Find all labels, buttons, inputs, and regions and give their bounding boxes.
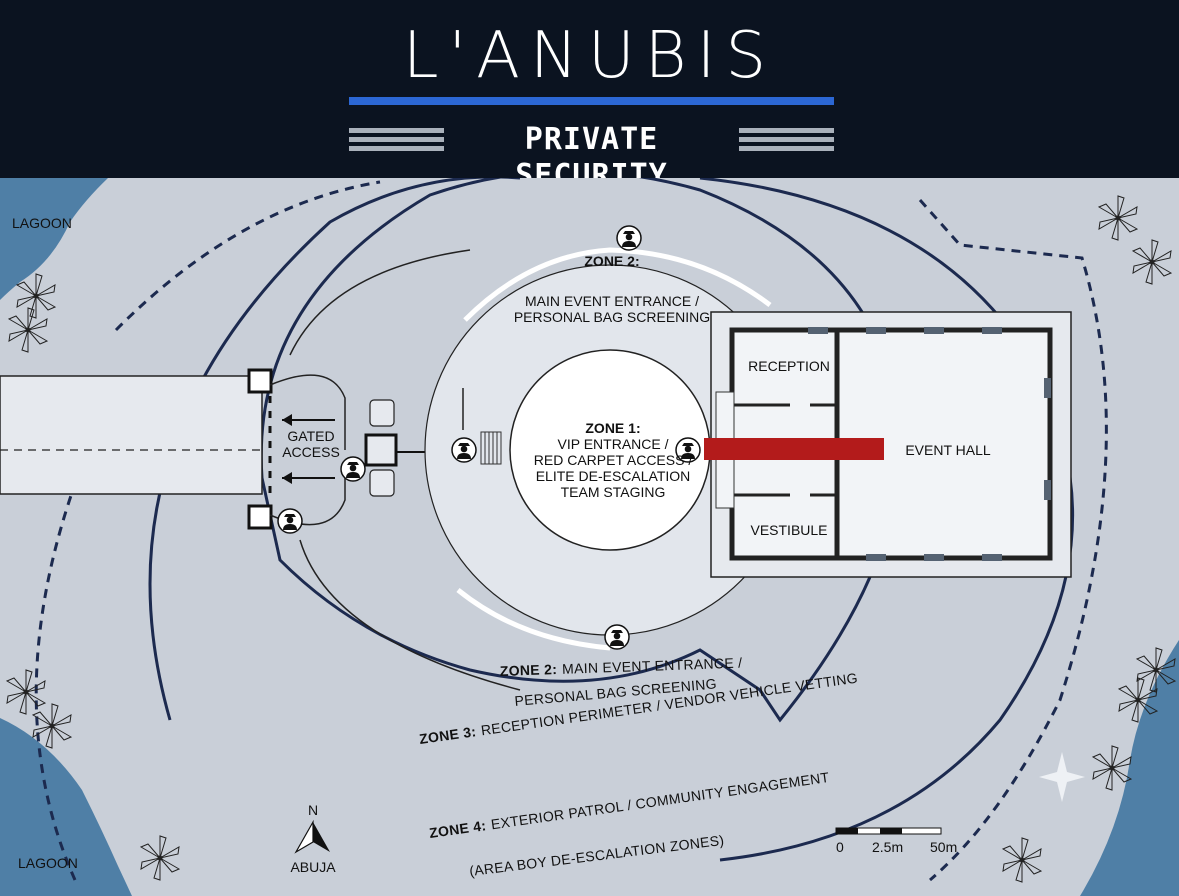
gate-label-line2: ACCESS	[282, 444, 340, 460]
sparkle-icon	[1039, 752, 1085, 802]
zone1-line: ELITE DE-ESCALATION	[536, 468, 691, 484]
scale-bar: 0 2.5m 50m	[835, 827, 957, 855]
decor-lines-right	[739, 128, 834, 151]
security-guard-icon	[616, 225, 642, 251]
security-guard-icon	[277, 508, 303, 534]
security-guard-icon	[451, 437, 477, 463]
gate-post-south	[247, 504, 273, 530]
zone2-arc-label: ZONE 2:MAIN EVENT ENTRANCE /	[500, 655, 743, 679]
compass-city-label: ABUJA	[290, 859, 336, 875]
scale-tick: 2.5m	[872, 839, 903, 855]
accent-rule	[349, 97, 834, 105]
zone1-title: ZONE 1:	[585, 420, 640, 436]
zone1-line: TEAM STAGING	[561, 484, 666, 500]
room-label-event-hall: EVENT HALL	[905, 442, 991, 458]
zone1-line: VIP ENTRANCE /	[558, 436, 669, 452]
security-guard-icon	[340, 456, 366, 482]
lagoon-top-left	[0, 178, 108, 300]
gate-post-north	[247, 368, 273, 394]
red-carpet	[704, 438, 884, 460]
subtitle-bar: PRIVATE SECURITY	[349, 122, 834, 193]
lagoon-bottom-right	[1080, 640, 1179, 896]
approach-road	[0, 375, 263, 495]
lagoon-bottom-left	[0, 718, 132, 896]
zone2-top-line: PERSONAL BAG SCREENING	[514, 309, 710, 325]
zone1-line: RED CARPET ACCESS /	[534, 452, 693, 468]
gate-label-line1: GATED	[287, 428, 334, 444]
room-label-vestibule: VESTIBULE	[750, 522, 827, 538]
brand-title: L'ANUBIS	[402, 19, 777, 93]
subtitle: PRIVATE SECURITY	[515, 122, 668, 193]
scale-tick: 50m	[930, 839, 957, 855]
compass-north-label: N	[308, 802, 318, 818]
zone2-top-title: ZONE 2:	[584, 253, 639, 269]
compass-arrow-icon	[313, 822, 330, 852]
room-label-reception: RECEPTION	[748, 358, 830, 374]
security-guard-icon	[604, 624, 630, 650]
lagoon-label-bottom: LAGOON	[18, 855, 78, 871]
site-map: LAGOON LAGOON GATED ACCESS ZONE 2: MAIN …	[0, 178, 1179, 896]
header-banner: L'ANUBIS PRIVATE SECURITY	[0, 0, 1179, 193]
scale-tick: 0	[836, 839, 844, 855]
compass: N ABUJA	[290, 802, 336, 875]
decor-lines-left	[349, 128, 444, 151]
lagoon-label-top: LAGOON	[12, 215, 72, 231]
checkpoint-booth	[364, 433, 398, 467]
zone2-top-line: MAIN EVENT ENTRANCE /	[525, 293, 699, 309]
